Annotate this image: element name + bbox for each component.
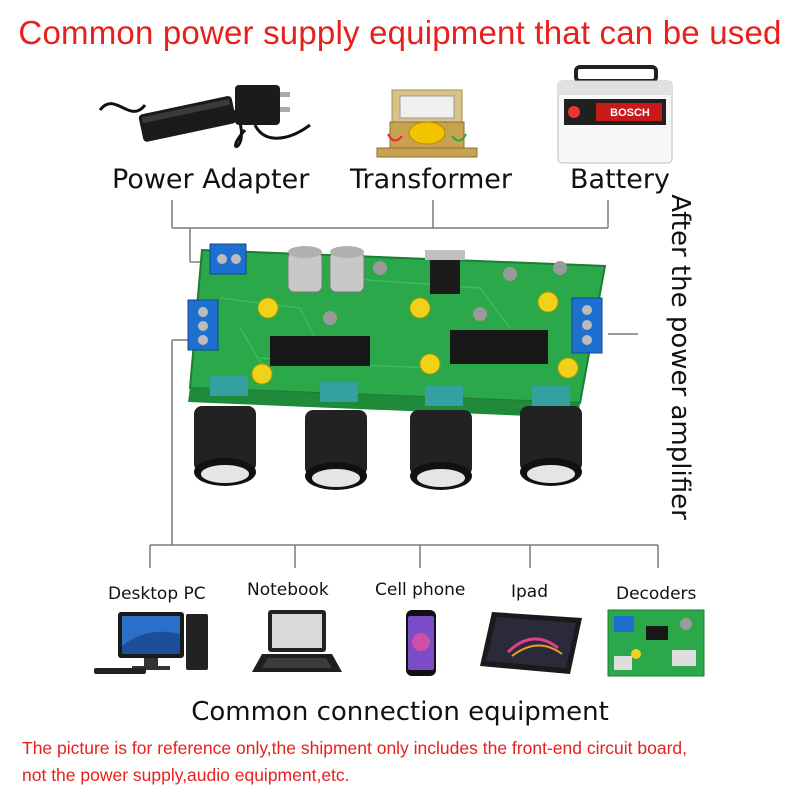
cell-phone-image	[406, 610, 436, 676]
notebook-image	[252, 610, 342, 672]
battery-image: BOSCH	[557, 65, 673, 164]
cell-phone-label: Cell phone	[375, 580, 466, 600]
transformer-label: Transformer	[350, 164, 513, 195]
desktop-pc-image	[94, 612, 208, 674]
power-adapter-label: Power Adapter	[112, 164, 310, 195]
ipad-image	[480, 612, 582, 674]
note-line-1: The picture is for reference only,the sh…	[22, 738, 688, 758]
battery-label: Battery	[570, 164, 670, 195]
decoders-label: Decoders	[616, 584, 697, 604]
decoder-board-image	[607, 609, 705, 677]
ipad-label: Ipad	[511, 582, 549, 602]
page-title: Common power supply equipment that can b…	[18, 14, 782, 51]
battery-brand-label: BOSCH	[610, 107, 650, 119]
transformer-image	[376, 89, 478, 158]
connection-title: Common connection equipment	[191, 697, 609, 727]
desktop-pc-label: Desktop PC	[108, 584, 206, 604]
note-line-2: not the power supply,audio equipment,etc…	[22, 765, 350, 785]
pcb-board-image	[187, 243, 607, 490]
notebook-label: Notebook	[247, 580, 329, 600]
power-adapter-image	[98, 85, 311, 148]
